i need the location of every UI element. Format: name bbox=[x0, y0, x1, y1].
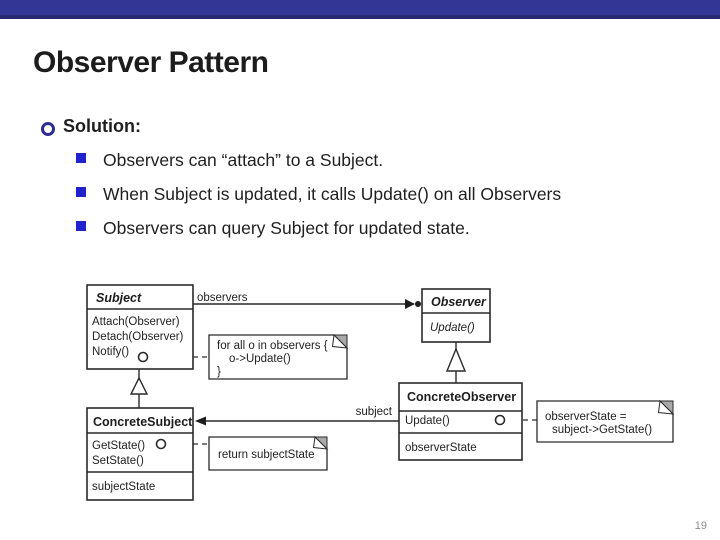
class-attribute: subjectState bbox=[92, 481, 155, 493]
notify-note: for all o in observers { o->Update() } bbox=[208, 333, 349, 380]
observer-inheritance-arrow bbox=[445, 342, 467, 383]
square-bullet-icon bbox=[76, 153, 86, 163]
class-name: Subject bbox=[96, 291, 142, 305]
bullet-item: Observers can query Subject for updated … bbox=[76, 218, 696, 239]
class-name: ConcreteObserver bbox=[407, 390, 516, 404]
concrete-subject-class-box: ConcreteSubject GetState() SetState() su… bbox=[86, 407, 194, 501]
page-number: 19 bbox=[694, 520, 707, 532]
class-method: GetState() bbox=[92, 440, 145, 452]
observers-association-arrow: observers bbox=[193, 292, 421, 309]
square-bullet-icon bbox=[76, 187, 86, 197]
update-note: observerState = subject->GetState() bbox=[536, 399, 675, 443]
class-method: Update() bbox=[430, 322, 475, 334]
note-text: return subjectState bbox=[218, 449, 315, 461]
inheritance-triangle-icon bbox=[445, 347, 467, 372]
subject-class-box: Subject Attach(Observer) Detach(Observer… bbox=[86, 284, 194, 370]
bullet-item-text: Observers can query Subject for updated … bbox=[103, 218, 470, 238]
class-method: Detach(Observer) bbox=[92, 331, 184, 343]
inheritance-triangle-icon bbox=[129, 376, 149, 395]
arrowhead-icon bbox=[195, 416, 206, 426]
arrowhead-icon bbox=[405, 299, 415, 309]
class-name: ConcreteSubject bbox=[93, 415, 193, 429]
bullet-item-text: When Subject is updated, it calls Update… bbox=[103, 184, 562, 204]
observers-edge-label: observers bbox=[197, 292, 248, 304]
page-title: Observer Pattern bbox=[33, 46, 269, 79]
class-method: Attach(Observer) bbox=[92, 316, 180, 328]
class-method: Notify() bbox=[92, 346, 129, 358]
bullet-item: Observers can “attach” to a Subject. bbox=[76, 150, 696, 171]
class-name: Observer bbox=[431, 295, 487, 309]
subject-inheritance-arrow bbox=[129, 369, 149, 408]
lollipop-circle-icon bbox=[155, 438, 167, 450]
concrete-observer-class-box: ConcreteObserver Update() observerState bbox=[398, 382, 523, 461]
class-method: SetState() bbox=[92, 455, 144, 467]
note-text: subject->GetState() bbox=[552, 424, 652, 436]
subject-edge-label: subject bbox=[356, 406, 393, 418]
solution-label: Solution: bbox=[63, 116, 141, 136]
class-attribute: observerState bbox=[405, 442, 477, 454]
note-text: observerState = bbox=[545, 411, 627, 423]
subject-association-arrow: subject bbox=[195, 406, 399, 426]
lollipop-circle-icon bbox=[494, 414, 506, 426]
top-accent-bar bbox=[0, 0, 720, 19]
bullet-item-text: Observers can “attach” to a Subject. bbox=[103, 150, 384, 170]
square-bullet-icon bbox=[76, 221, 86, 231]
note-text: } bbox=[217, 366, 221, 378]
note-text: for all o in observers { bbox=[217, 340, 328, 352]
getstate-note: return subjectState bbox=[208, 435, 329, 471]
lollipop-circle-icon bbox=[137, 351, 149, 363]
note-text: o->Update() bbox=[229, 353, 291, 365]
bullet-item: When Subject is updated, it calls Update… bbox=[76, 184, 696, 205]
observer-class-box: Observer Update() bbox=[421, 288, 491, 343]
circle-bullet-icon bbox=[41, 122, 55, 136]
class-method: Update() bbox=[405, 415, 450, 427]
